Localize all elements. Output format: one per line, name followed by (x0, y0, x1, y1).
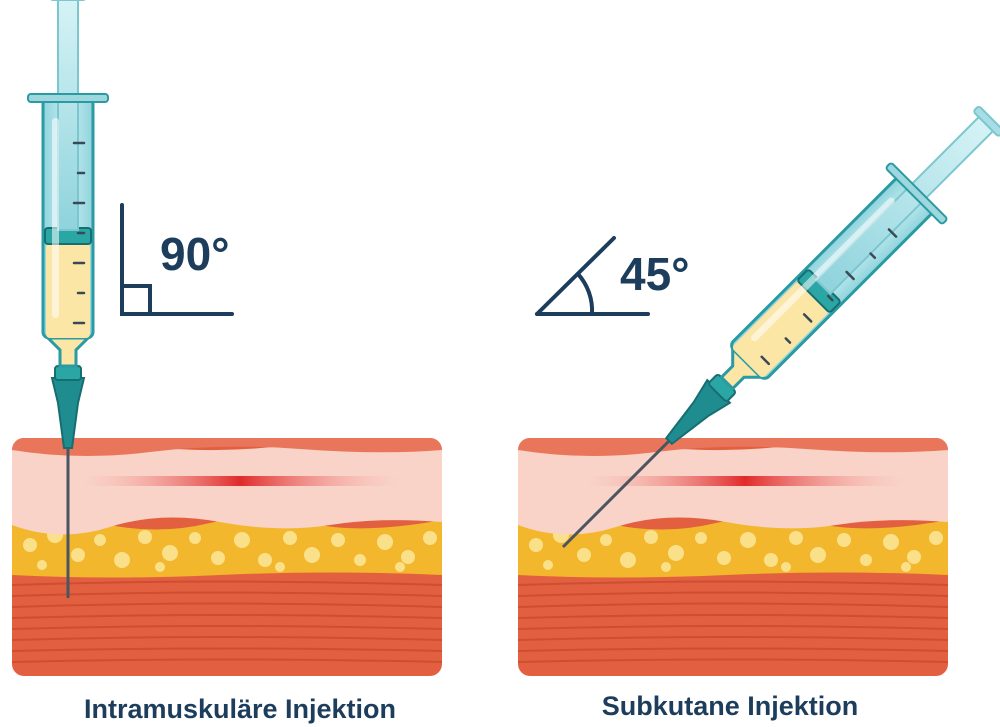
skin-layers-left (12, 438, 442, 676)
skin-layers-right (518, 438, 948, 676)
right-angle-icon (120, 203, 234, 316)
angle-label-right: 45° (620, 248, 690, 300)
caption-subcutaneous: Subkutane Injektion (601, 691, 859, 721)
angle-label-left: 90° (160, 228, 230, 280)
acute-angle-icon (535, 236, 650, 316)
caption-intramuscular: Intramuskuläre Injektion (83, 694, 397, 724)
